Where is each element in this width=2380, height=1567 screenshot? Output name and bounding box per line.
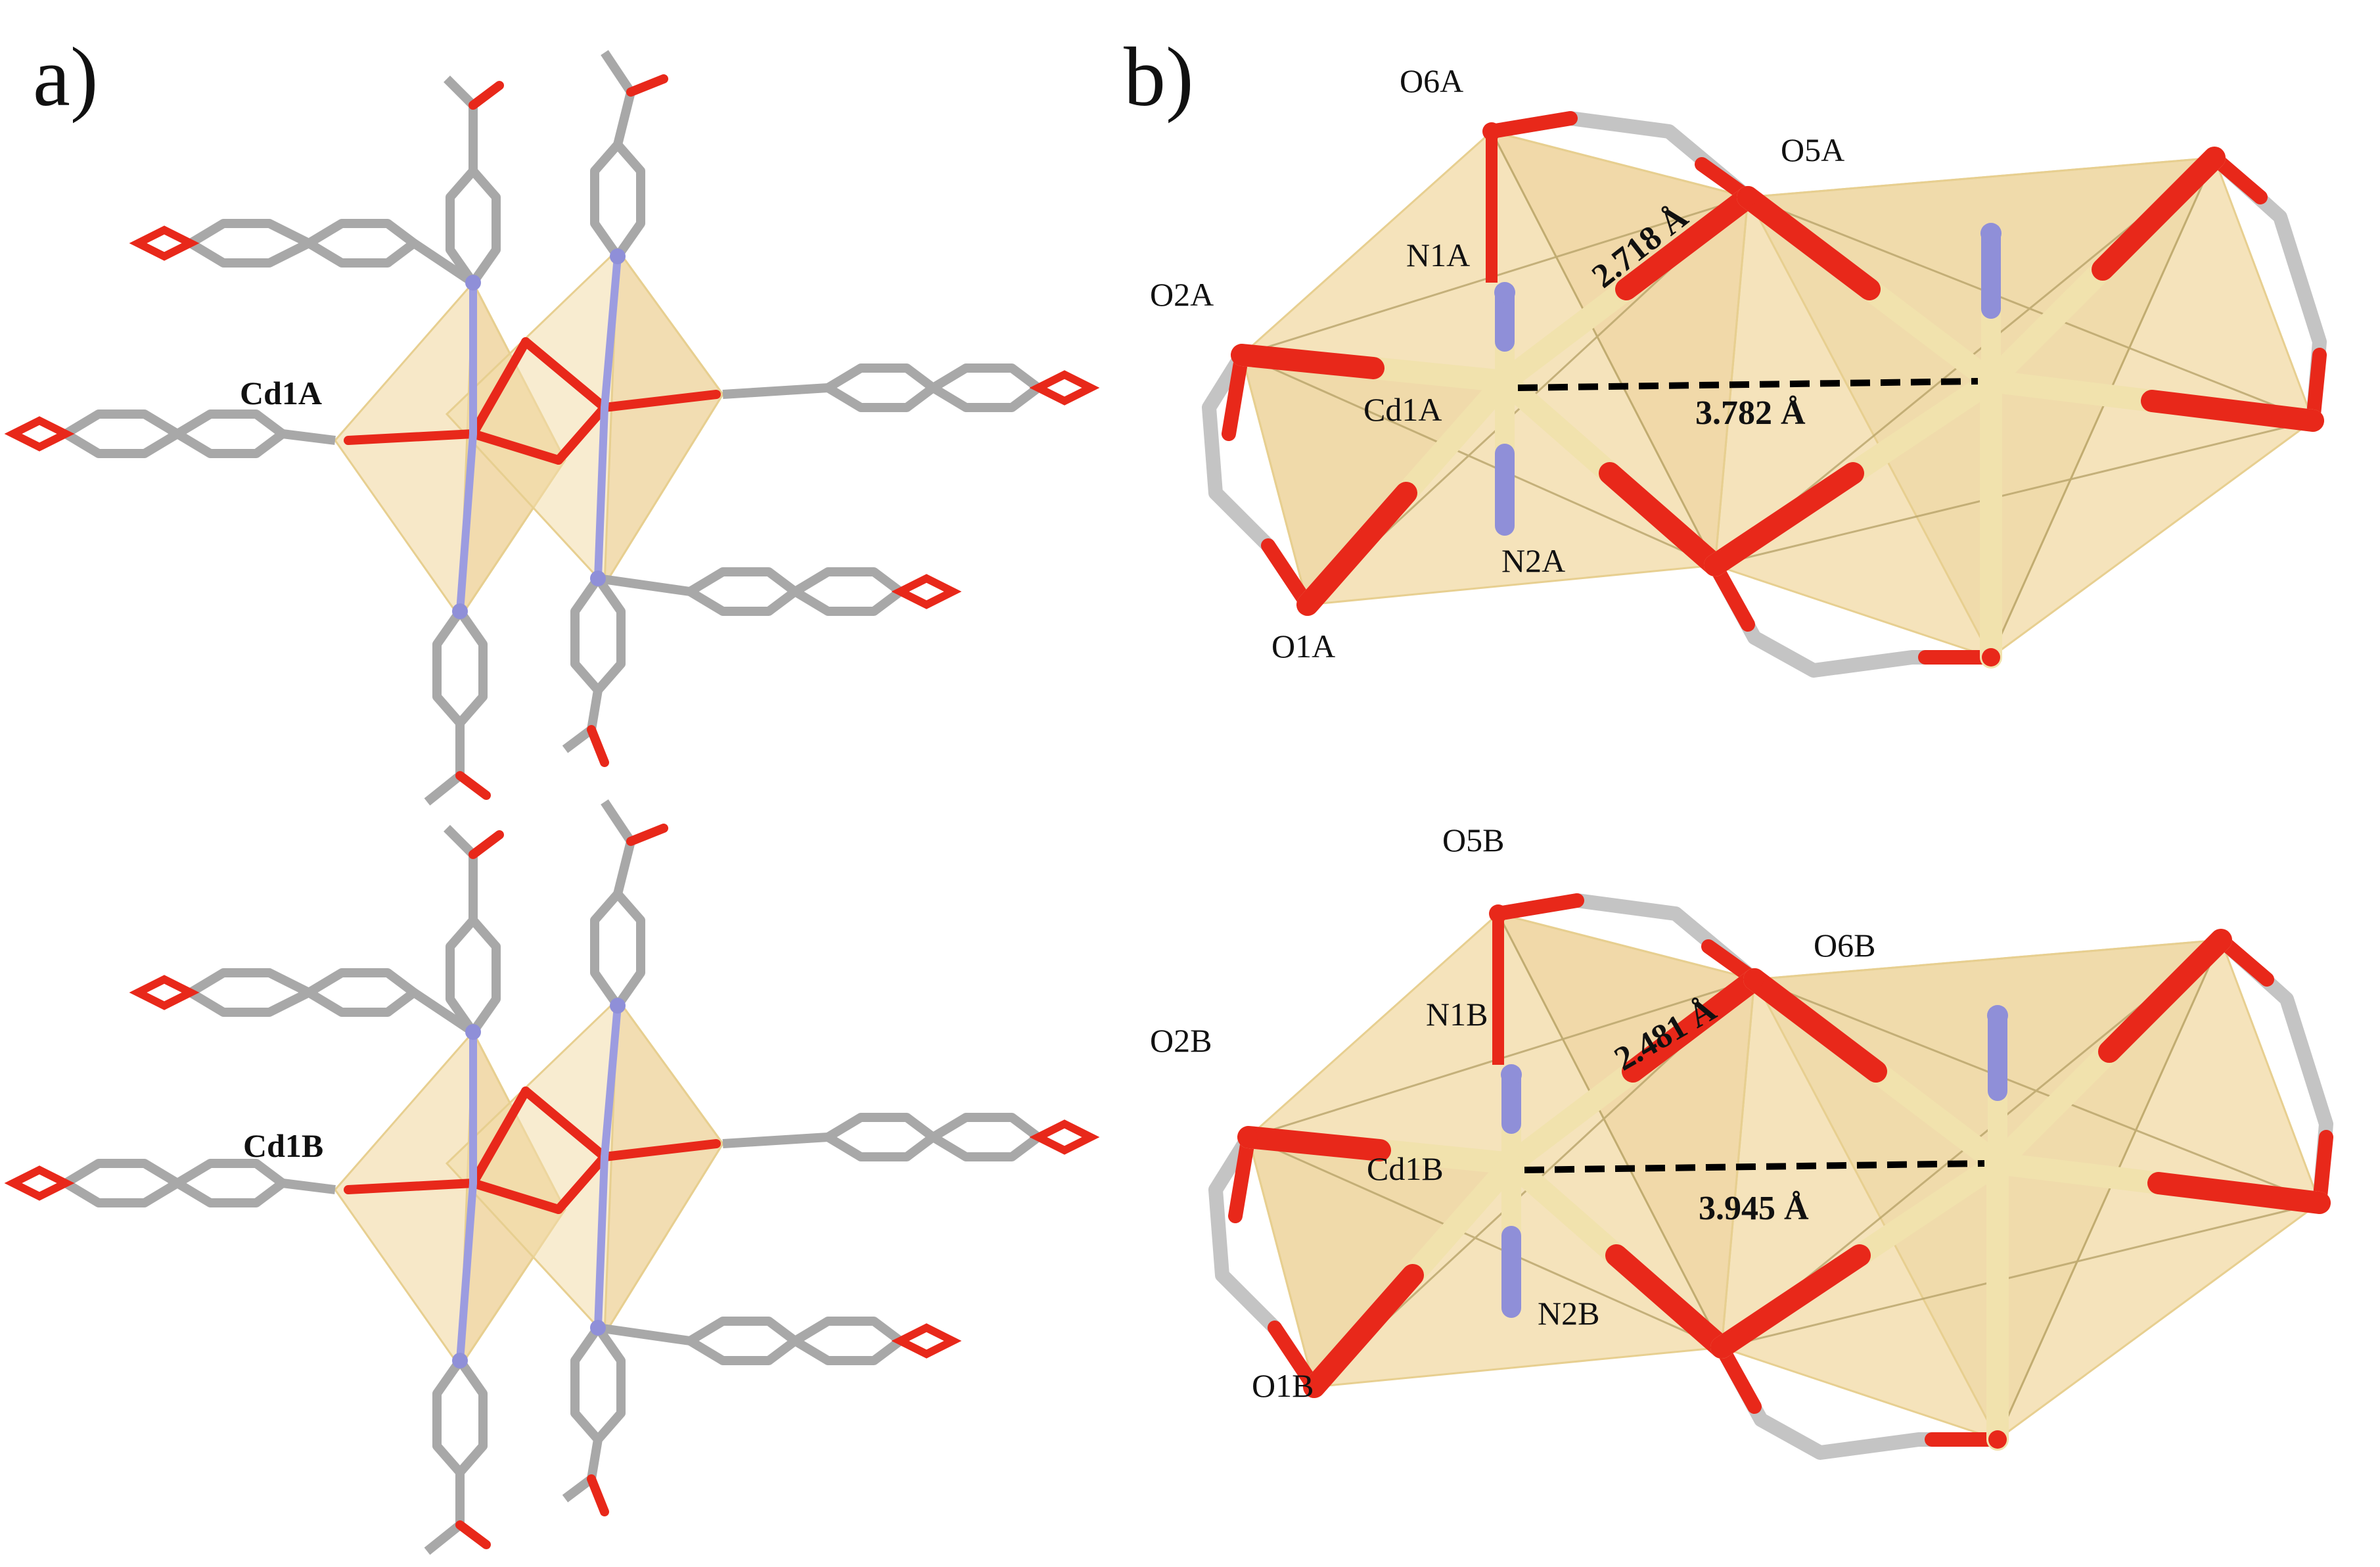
atom-label-o2-top: O2A [1150, 276, 1214, 313]
atom-label-n2-bottom: N2B [1538, 1295, 1599, 1332]
atom-label-n2-top: N2A [1501, 542, 1565, 579]
atom-label-o5-bottom: O6B [1814, 927, 1875, 964]
atom-label-o1-top: O1A [1271, 628, 1335, 665]
panel-a-label: a) [33, 30, 98, 124]
molecule-a-top [13, 53, 1091, 802]
metal-label-top: Cd1A [240, 375, 322, 411]
atom-label-o2-bottom: O2B [1150, 1022, 1212, 1059]
atom-label-o5-top: O5A [1781, 131, 1844, 168]
metal-distance-top: 3.782 Å [1695, 394, 1806, 432]
metal-distance-bottom: 3.945 Å [1699, 1190, 1809, 1227]
atom-label-o6-top: O6A [1400, 62, 1463, 99]
atom-label-n1-bottom: N1B [1426, 996, 1488, 1033]
atom-label-cd1-top: Cd1A [1363, 391, 1442, 428]
atom-label-o1-bottom: O1B [1252, 1367, 1314, 1404]
molecule-a-bottom [13, 802, 1091, 1551]
atom-label-n1-top: N1A [1406, 237, 1470, 273]
atom-label-o6-bottom: O5B [1442, 822, 1504, 858]
panel-b-label: b) [1124, 30, 1194, 124]
atom-label-cd1-bottom: Cd1B [1367, 1150, 1444, 1187]
metal-label-bottom: Cd1B [243, 1127, 323, 1164]
